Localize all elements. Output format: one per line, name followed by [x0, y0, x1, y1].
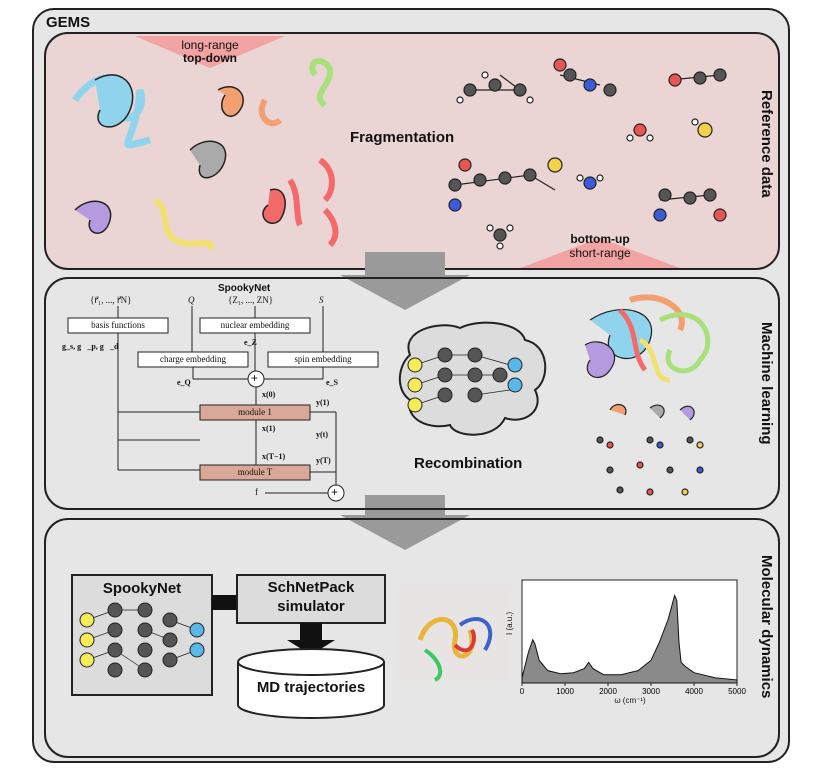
y1-label: y(1): [316, 398, 330, 407]
spookynet-arch-title: SpookyNet: [218, 283, 271, 294]
gems-title: GEMS: [46, 14, 91, 31]
protein-fragments: [72, 58, 339, 251]
bottom-up-line1: bottom-up: [570, 232, 630, 246]
small-molecules: [448, 58, 727, 250]
top-down-line2: top-down: [183, 51, 237, 65]
fragmentation-label: Fragmentation: [350, 129, 455, 146]
x-tick-label: 4000: [685, 687, 703, 696]
x-tick-label: 5000: [728, 687, 746, 696]
chart-xlabel: ω (cm⁻¹): [614, 696, 646, 705]
basis-functions-box: basis functions: [91, 320, 145, 330]
chart-plot-area: [521, 579, 738, 684]
module-1-box: module 1: [238, 407, 272, 417]
yT-label: y(T): [316, 456, 331, 465]
md-trajectories-label: MD trajectories: [256, 679, 366, 696]
xt1-label: x(T−1): [262, 452, 286, 461]
solvated-protein: [398, 585, 510, 682]
input-positions: {r⃗₁, ..., r⃗N}: [90, 295, 132, 305]
machine-learning-label: Machine learning: [758, 322, 775, 445]
x-tick-label: 0: [520, 687, 525, 696]
spookynet-architecture: [67, 306, 379, 502]
spectrum-series-0: [521, 593, 738, 684]
spectrum-chart: 0 1000 2000 3000 4000 5000: [520, 579, 746, 696]
assembled-protein: [584, 294, 711, 496]
es-label: e_S: [326, 378, 338, 387]
machine-learning-panel: [44, 277, 780, 510]
molecular-dynamics-panel: [44, 518, 780, 758]
eq-label: e_Q: [177, 378, 191, 387]
md-spookynet-label: SpookyNet: [102, 580, 182, 597]
top-down-line1: long-range: [181, 38, 239, 52]
module-t-box: module T: [237, 467, 273, 477]
sum-node-1: +: [251, 371, 259, 385]
md-spookynet-box: [71, 574, 237, 696]
output-label: f: [255, 487, 258, 497]
basis-output-label: g_s, g⃗_p, g⃗_d: [62, 342, 119, 351]
bottom-up-wedge: [520, 238, 680, 268]
x0-label: x(0): [262, 390, 276, 399]
yt-label: y(t): [316, 430, 328, 439]
schnetpack-line1: SchNetPack: [267, 579, 355, 596]
molecular-dynamics-label: Molecular dynamics: [758, 555, 775, 699]
top-down-wedge: [135, 36, 285, 68]
input-atomic-numbers: {Z₁, ..., ZN}: [228, 295, 274, 305]
ez-label: e_Z: [244, 338, 257, 347]
arrow-1-2: [340, 252, 470, 310]
md-down-arrow: [287, 623, 335, 655]
chart-ylabel: I (a.u.): [505, 611, 514, 635]
x-tick-label: 1000: [556, 687, 574, 696]
schnetpack-line2: simulator: [277, 598, 345, 615]
schnetpack-box: [236, 574, 386, 624]
sum-node-2: +: [331, 485, 339, 499]
input-spin: S: [319, 295, 324, 305]
x1-label: x(1): [262, 424, 276, 433]
recombination-label: Recombination: [414, 455, 523, 472]
input-charge: Q: [188, 295, 195, 305]
charge-embedding-box: charge embedding: [159, 354, 227, 364]
x-tick-label: 2000: [599, 687, 617, 696]
bottom-up-line2: short-range: [569, 246, 631, 260]
spin-embedding-box: spin embedding: [294, 354, 352, 364]
trajectories-cylinder: [237, 648, 385, 719]
nuclear-embedding-box: nuclear embedding: [220, 320, 290, 330]
x-tick-label: 3000: [642, 687, 660, 696]
brain-network-icon: [398, 321, 547, 436]
